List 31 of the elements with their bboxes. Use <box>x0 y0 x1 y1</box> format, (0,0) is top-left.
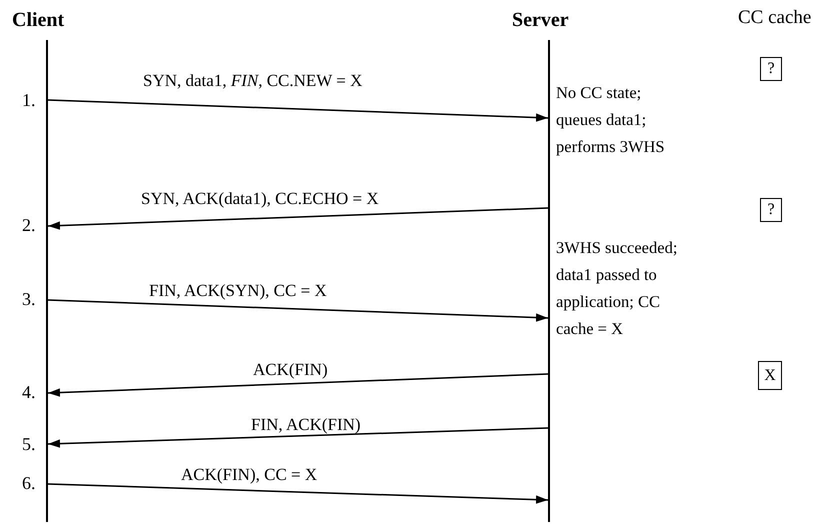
participant-heading: Client <box>12 10 64 30</box>
message-label: FIN, ACK(SYN), CC = X <box>148 282 328 299</box>
column-heading: CC cache <box>738 8 812 27</box>
cache-box <box>760 57 782 81</box>
step-number: 5. <box>22 435 36 453</box>
message-arrow <box>48 299 548 322</box>
message-arrow <box>48 427 548 448</box>
server-note: No CC state; queues data1; performs 3WHS <box>556 82 666 158</box>
step-number: 1. <box>22 91 36 109</box>
lifeline <box>46 40 48 522</box>
cache-value: X <box>764 366 776 384</box>
step-number: 4. <box>22 383 36 401</box>
step-number: 3. <box>22 290 36 308</box>
message-arrow <box>48 99 548 122</box>
message-label: FIN, ACK(FIN) <box>250 416 362 433</box>
step-number: 2. <box>22 216 36 234</box>
message-arrow <box>48 483 548 504</box>
cache-value: ? <box>767 60 775 78</box>
cache-box <box>758 361 782 390</box>
message-label: ACK(FIN), CC = X <box>180 466 318 483</box>
cache-box <box>760 198 782 222</box>
participant-heading: Server <box>512 10 569 30</box>
message-label: SYN, ACK(data1), CC.ECHO = X <box>140 190 380 207</box>
message-arrow <box>48 207 548 230</box>
lifeline <box>548 40 550 522</box>
cache-value: ? <box>767 201 775 219</box>
step-number: 6. <box>22 474 36 492</box>
message-label: ACK(FIN) <box>252 361 329 378</box>
message-arrow <box>48 373 548 397</box>
message-label: SYN, data1, FIN, CC.NEW = X <box>142 72 364 89</box>
server-note: 3WHS succeeded; data1 passed to application; CC cache = X <box>556 237 678 340</box>
